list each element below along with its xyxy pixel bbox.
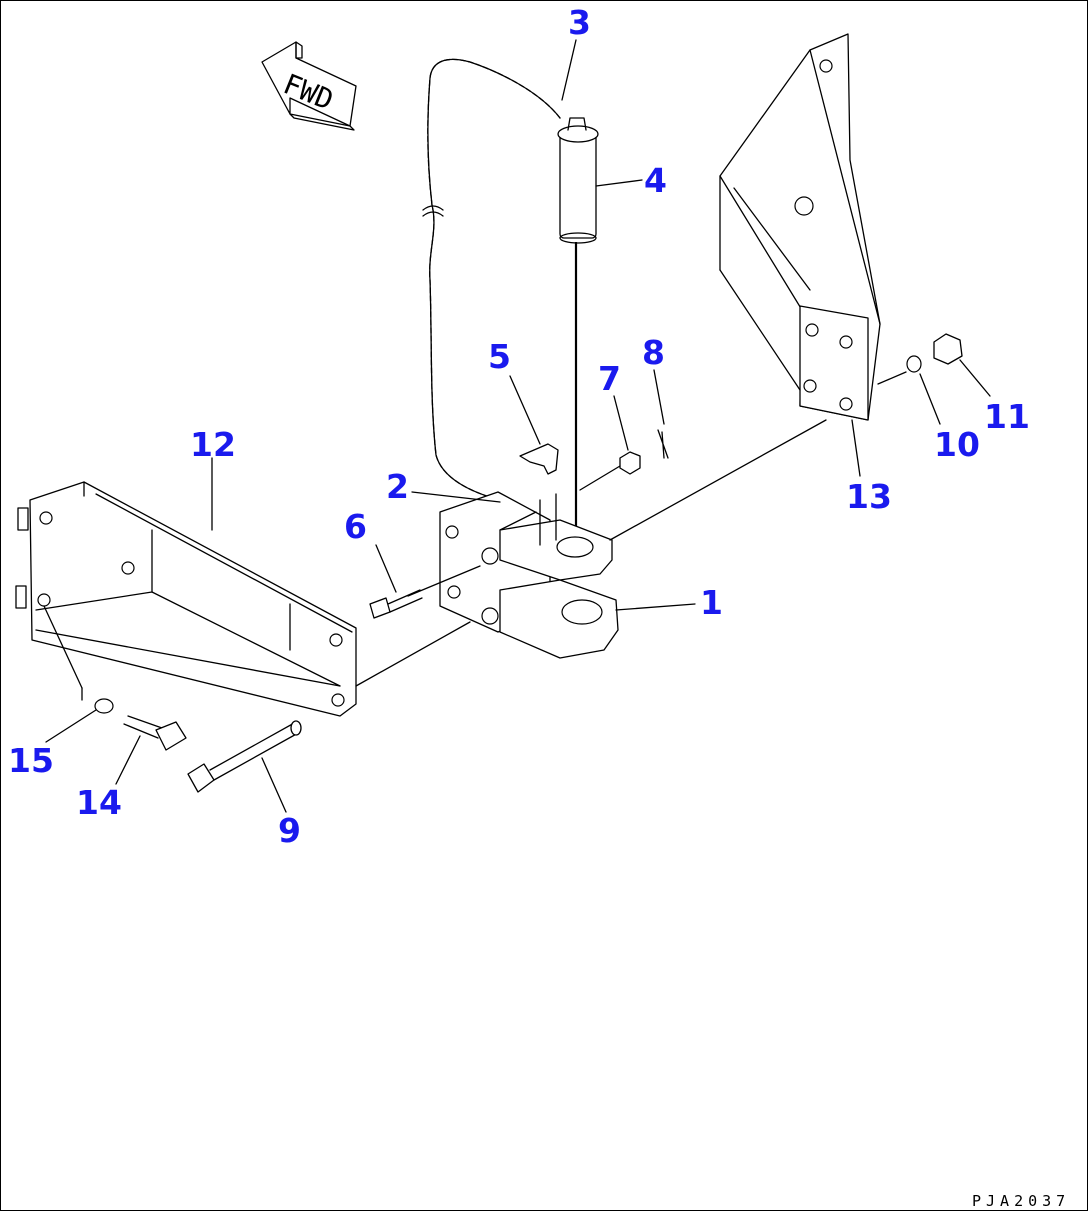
- clip: [519, 443, 559, 475]
- chain: [422, 58, 561, 501]
- bolt-long: [187, 720, 302, 793]
- bracket-right: [719, 33, 881, 421]
- fwd-arrow-icon: FWD: [261, 41, 357, 131]
- bolt-small: [369, 589, 423, 619]
- callout-5: 5: [488, 337, 511, 376]
- callout-8: 8: [642, 333, 665, 372]
- leader-lines: [45, 39, 991, 813]
- drawing-code: PJA2037: [972, 1192, 1070, 1210]
- callout-9: 9: [278, 811, 301, 850]
- pin: [557, 117, 599, 540]
- callout-14: 14: [76, 783, 122, 822]
- nut-right: [933, 333, 963, 365]
- callout-6: 6: [344, 507, 367, 546]
- callout-15: 15: [8, 741, 54, 780]
- callout-1: 1: [700, 583, 723, 622]
- callout-12: 12: [190, 425, 236, 464]
- bolt-short: [123, 715, 187, 751]
- washer-right: [906, 355, 922, 373]
- hitch-bracket: [439, 491, 619, 659]
- callout-2: 2: [386, 467, 409, 506]
- callout-4: 4: [644, 161, 667, 200]
- callout-7: 7: [598, 359, 621, 398]
- bracket-left: [15, 481, 357, 717]
- callout-3: 3: [568, 3, 591, 42]
- callout-13: 13: [846, 477, 892, 516]
- cotter-pin: [657, 429, 669, 459]
- callout-11: 11: [984, 397, 1030, 436]
- nut-small: [619, 451, 641, 475]
- assembly-lines: [43, 371, 907, 701]
- washer-left: [94, 698, 114, 714]
- callout-10: 10: [934, 425, 980, 464]
